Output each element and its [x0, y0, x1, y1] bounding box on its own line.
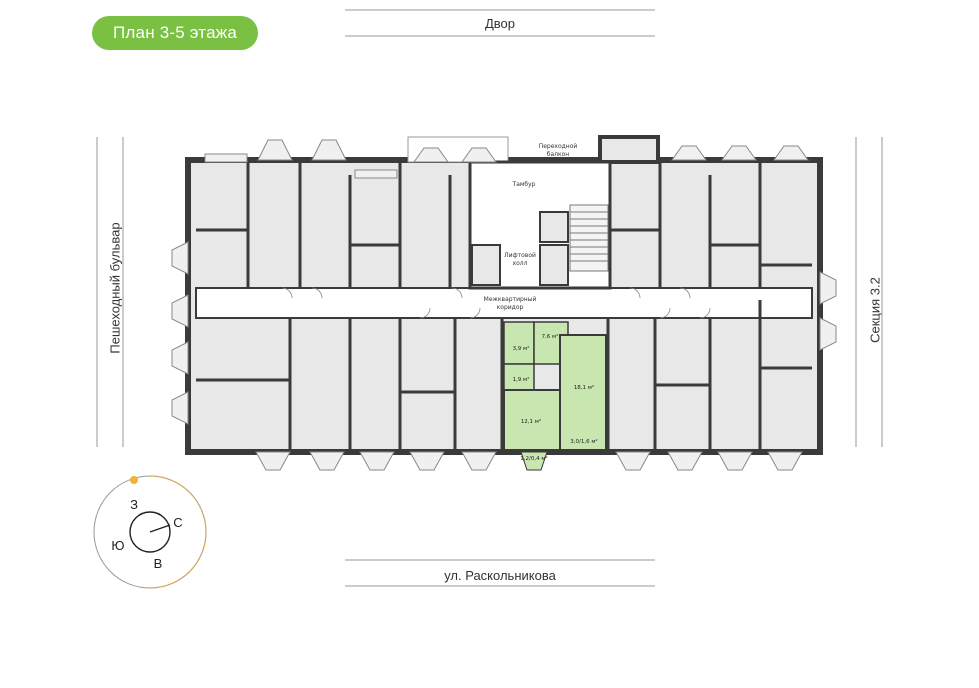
floor-plan-title-badge: План 3-5 этажа [92, 16, 258, 50]
area-label: 1,2/0,4 м² [520, 455, 547, 462]
compass-east: С [173, 515, 182, 530]
area-label: 3,0/1,6 м² [570, 438, 597, 445]
street-label-bottom: ул. Раскольникова [444, 568, 556, 583]
highlight-room-kitchen [503, 389, 561, 451]
balcony-label-line1: Переходной [539, 143, 578, 150]
compass-west: З [130, 497, 138, 512]
highlight-balcony [520, 451, 548, 471]
bay-windows-bottom [255, 451, 803, 471]
compass-rose: З Ю С В [93, 475, 207, 589]
highlight-room-wc [503, 363, 535, 391]
highlight-room-big [559, 334, 607, 451]
highlighted-apartment [503, 321, 607, 471]
compass-north: В [154, 556, 163, 571]
area-label: 18,1 м² [574, 384, 594, 391]
lift-3 [539, 211, 569, 243]
lift-hall-label-line1: Лифтовой [504, 252, 536, 259]
sun-icon [130, 476, 138, 484]
bay-windows-top [204, 139, 809, 179]
street-label-top: Двор [484, 16, 516, 31]
area-label: 1,9 м² [513, 376, 530, 383]
bay-windows-side [171, 241, 837, 425]
area-label: 12,1 м² [521, 418, 541, 425]
compass-south: Ю [111, 538, 124, 553]
tambour-label: Тамбур [512, 181, 536, 188]
area-label: 3,9 м² [513, 345, 530, 352]
top-notch-right [598, 135, 660, 164]
balcony-label-line2: балкон [547, 151, 570, 158]
lift-hall-label-line2: холл [513, 260, 528, 267]
unit-area-labels: 3,9 м² 7,6 м² 1,9 м² 18,1 м² 12,1 м² 3,0… [513, 333, 598, 462]
street-lines [96, 9, 883, 587]
lift-2 [539, 244, 569, 286]
highlight-room-bath [503, 321, 535, 365]
lift-1 [471, 244, 501, 286]
upper-partitions [196, 160, 812, 288]
area-label: 7,6 м² [542, 333, 559, 340]
stairs [569, 204, 609, 272]
corridor-label-line2: коридор [497, 304, 524, 311]
lower-partitions [196, 300, 812, 452]
corridor-label-line1: Межквартирный [484, 296, 537, 303]
doors [281, 287, 711, 319]
corridor [195, 287, 813, 319]
